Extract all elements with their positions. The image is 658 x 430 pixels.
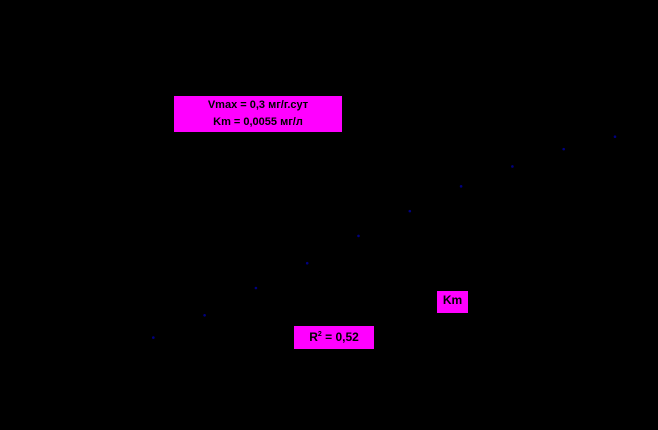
data-point (613, 135, 617, 139)
data-point (152, 336, 155, 339)
data-point (357, 234, 360, 238)
data-point (203, 313, 206, 317)
data-point (254, 286, 258, 290)
data-point (459, 185, 463, 188)
data-point (408, 209, 412, 213)
kinetic-parameters-label: Vmax = 0,3 мг/г.сут Km = 0,0055 мг/л (174, 96, 342, 132)
data-point (305, 261, 309, 265)
km-value-text: Km = 0,0055 мг/л (213, 116, 303, 128)
data-point (562, 147, 565, 151)
data-points-group (152, 135, 617, 339)
r2-prefix: R (309, 330, 318, 344)
r2-value: = 0,52 (321, 330, 359, 344)
km-marker-label: Km (437, 291, 468, 313)
vmax-text: Vmax = 0,3 мг/г.сут (207, 99, 309, 111)
km-text: Km (442, 293, 463, 307)
r2-superscript: 2 (317, 331, 322, 338)
data-point (511, 165, 514, 168)
r-squared-label: R2 = 0,52 (294, 326, 374, 349)
